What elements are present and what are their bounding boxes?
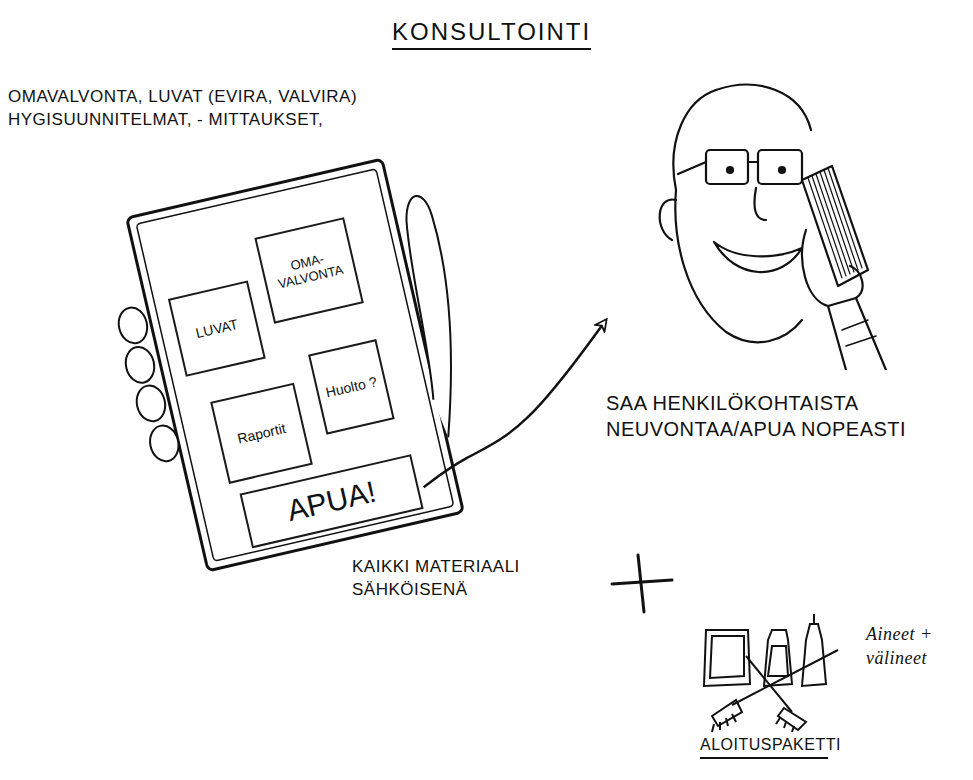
app-tile: Raportit — [210, 383, 313, 484]
tile-label: LUVAT — [194, 316, 240, 341]
advisor-drawing — [606, 70, 966, 370]
tile-label: Huolto ? — [324, 373, 378, 400]
caption-note: KAIKKI MATERIAALI SÄHKÖISENÄ — [352, 556, 592, 602]
underline — [700, 757, 828, 759]
advisor-figure: SAA HENKILÖKOHTAISTA NEUVONTAA/APUA NOPE… — [606, 70, 966, 442]
plus-symbol — [612, 555, 672, 612]
tile-label: Raportit — [236, 420, 287, 447]
app-tile: Huolto ? — [308, 339, 395, 435]
kit-label: ALOITUSPAKETTI — [700, 734, 900, 756]
tile-label: OMA- VALVONTA — [267, 247, 352, 294]
app-tile: LUVAT — [168, 280, 266, 376]
phone-illustration: LUVAT OMA- VALVONTA Raportit Huolto ? APUA! — [122, 154, 468, 575]
app-tile: OMA- VALVONTA — [254, 217, 363, 323]
tile-label: APUA! — [284, 474, 379, 528]
note-text: OMAVALVONTA, LUVAT (EVIRA, VALVIRA) HYGI… — [8, 86, 448, 132]
kit-note: Aineet + välineet — [866, 622, 946, 671]
starter-kit-illustration — [704, 614, 838, 732]
advisor-caption: SAA HENKILÖKOHTAISTA NEUVONTAA/APUA NOPE… — [606, 390, 966, 442]
title: KONSULTOINTI — [392, 18, 591, 50]
